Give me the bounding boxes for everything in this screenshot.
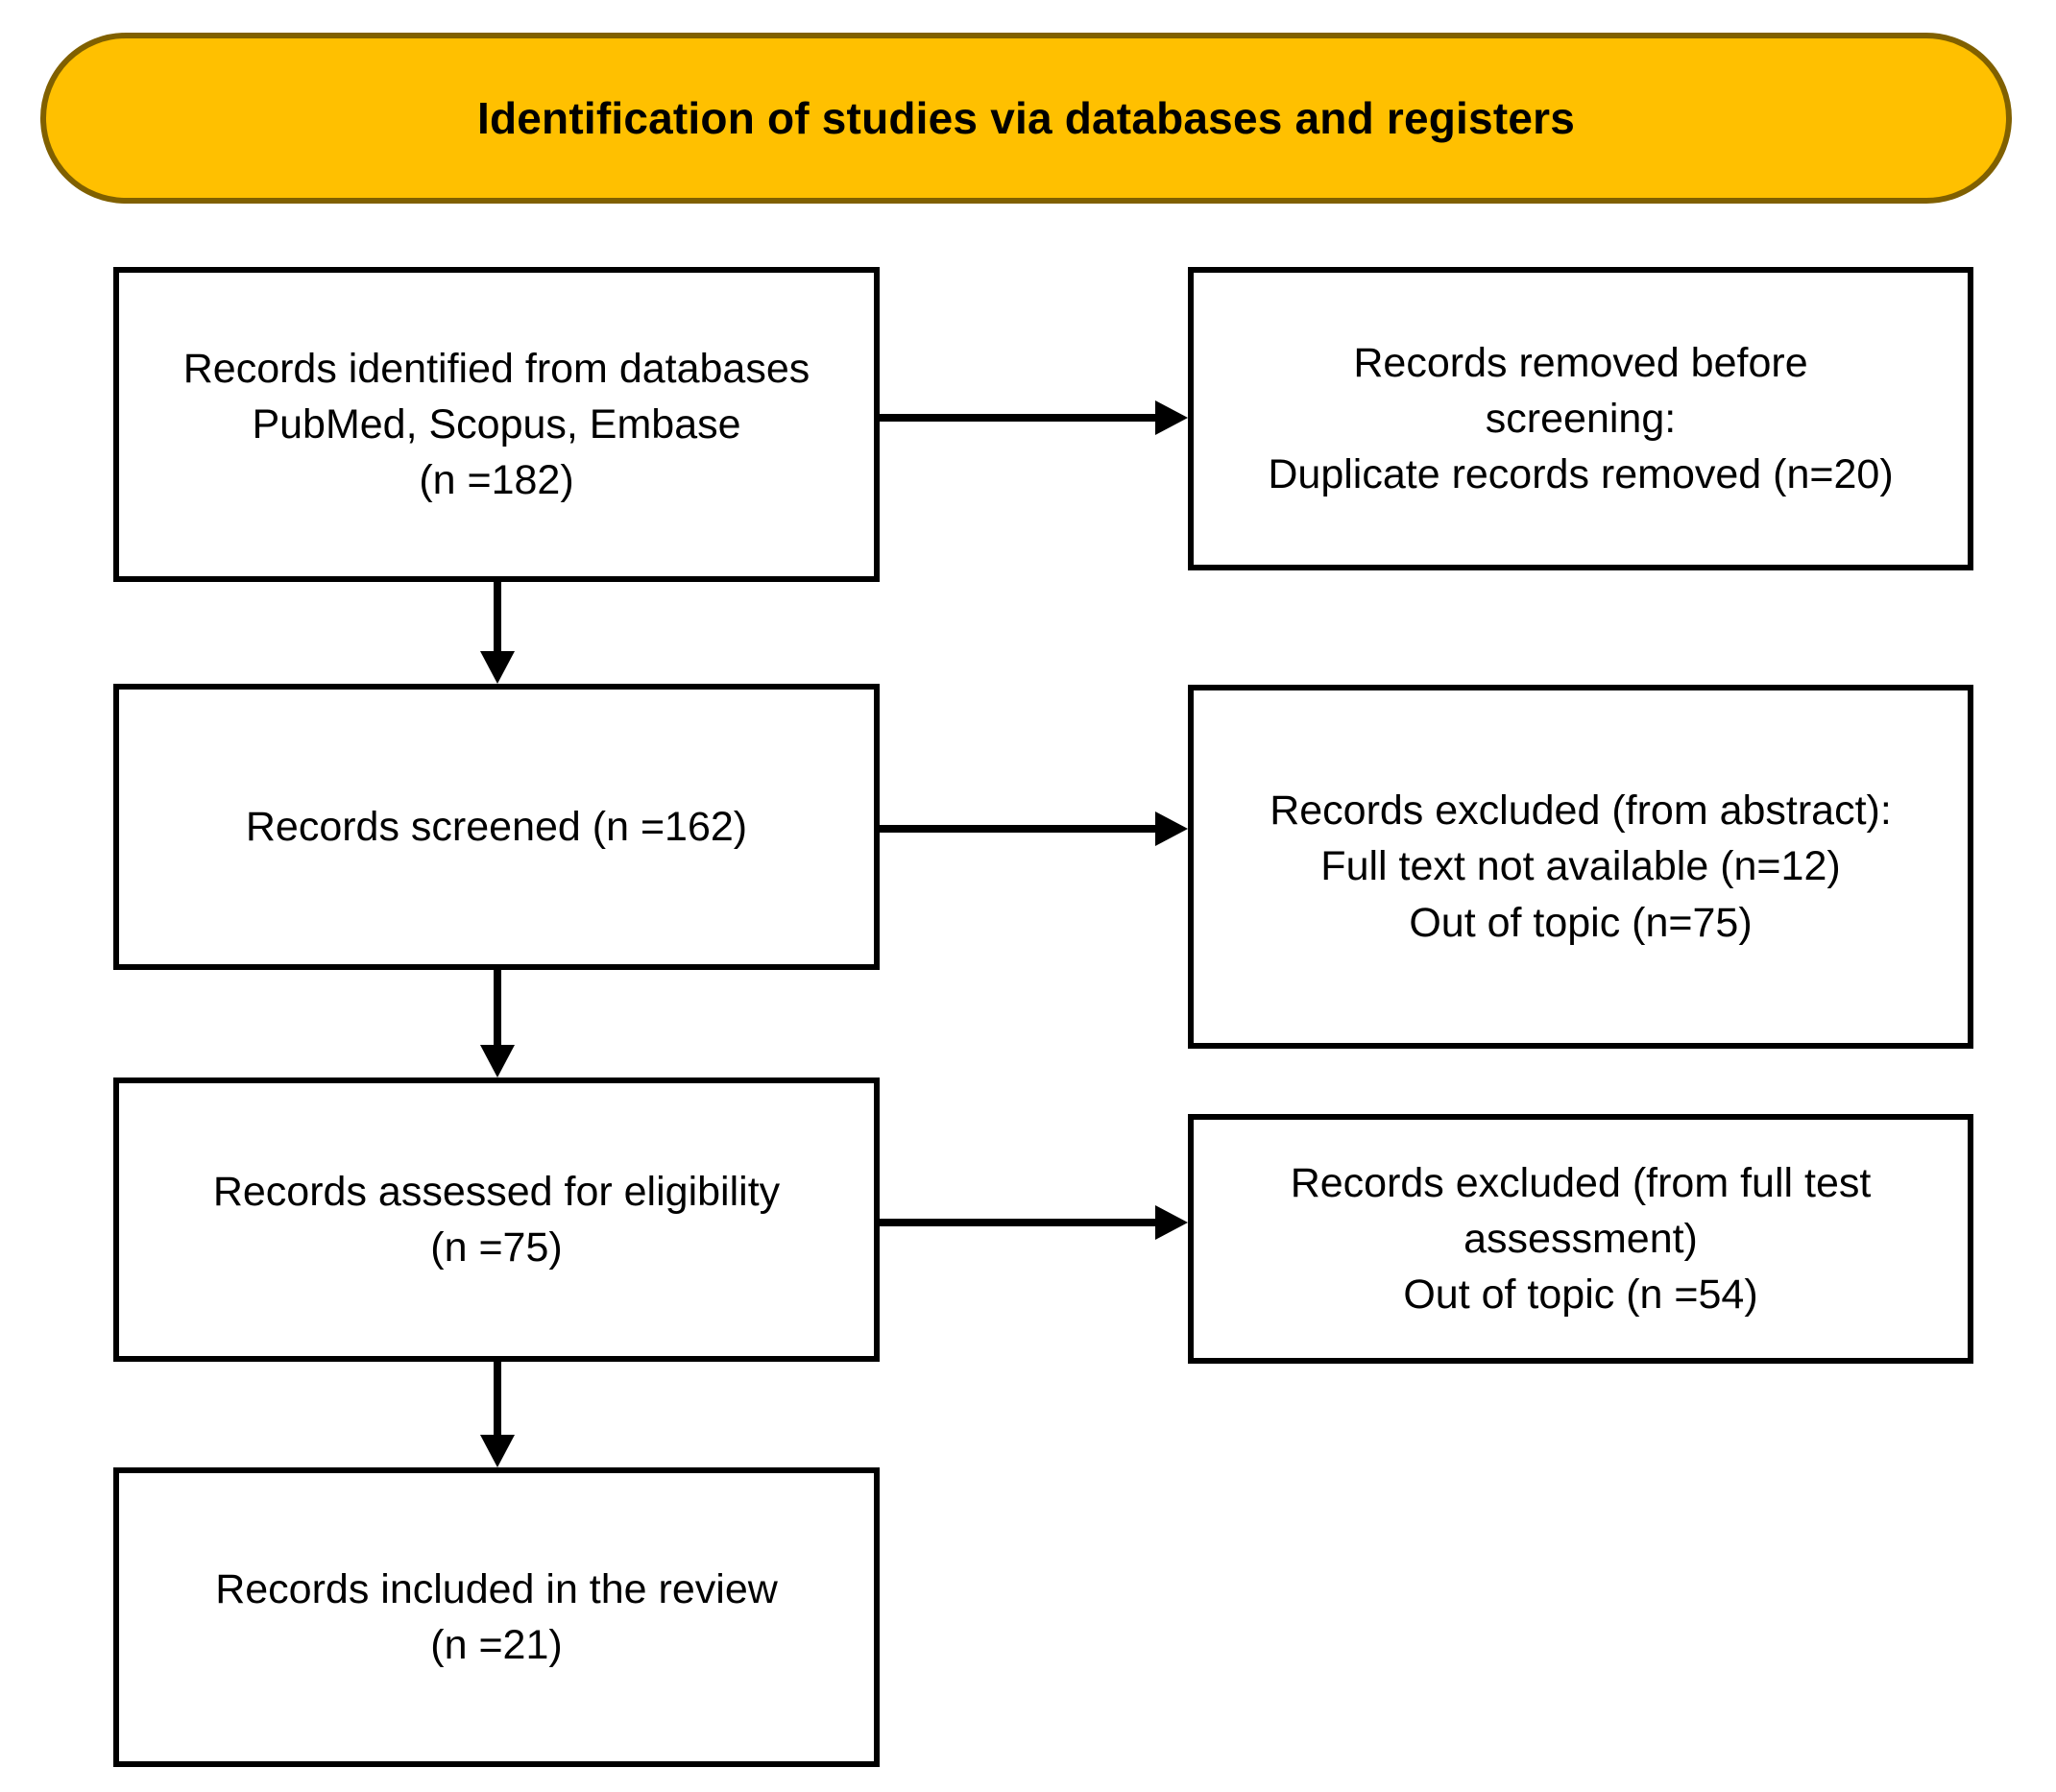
node-records-assessed-for-eligibility: Records assessed for eligibility (n =75) bbox=[113, 1078, 880, 1362]
node-records-excluded-fulltext-text: Records excluded (from full test assessm… bbox=[1290, 1159, 1872, 1319]
node-records-included-in-review: Records included in the review (n =21) bbox=[113, 1467, 880, 1767]
node-records-excluded-abstract: Records excluded (from abstract): Full t… bbox=[1188, 685, 1973, 1049]
arrow-right-icon-identified-to-removed bbox=[880, 399, 1188, 437]
node-records-screened-text: Records screened (n =162) bbox=[245, 803, 748, 850]
arrow-down-icon-identified-to-screened bbox=[478, 582, 517, 684]
node-records-removed-before-screening-text: Records removed before screening: Duplic… bbox=[1268, 339, 1894, 498]
node-records-excluded-fulltext: Records excluded (from full test assessm… bbox=[1188, 1114, 1973, 1364]
node-records-identified-text: Records identified from databases PubMed… bbox=[182, 345, 810, 504]
node-records-included-in-review-text: Records included in the review (n =21) bbox=[215, 1565, 778, 1668]
node-records-removed-before-screening: Records removed before screening: Duplic… bbox=[1188, 267, 1973, 570]
arrow-down-icon-screened-to-eligibility bbox=[478, 970, 517, 1078]
node-records-identified: Records identified from databases PubMed… bbox=[113, 267, 880, 582]
banner-title: Identification of studies via databases … bbox=[476, 92, 1576, 143]
node-records-excluded-abstract-text: Records excluded (from abstract): Full t… bbox=[1270, 787, 1892, 946]
identification-banner: Identification of studies via databases … bbox=[40, 33, 2012, 204]
node-records-assessed-for-eligibility-text: Records assessed for eligibility (n =75) bbox=[212, 1168, 781, 1271]
node-records-screened: Records screened (n =162) bbox=[113, 684, 880, 970]
arrow-right-icon-screened-to-excluded-abstract bbox=[880, 810, 1188, 848]
arrow-right-icon-eligibility-to-excluded-fulltext bbox=[880, 1203, 1188, 1242]
arrow-down-icon-eligibility-to-included bbox=[478, 1362, 517, 1467]
